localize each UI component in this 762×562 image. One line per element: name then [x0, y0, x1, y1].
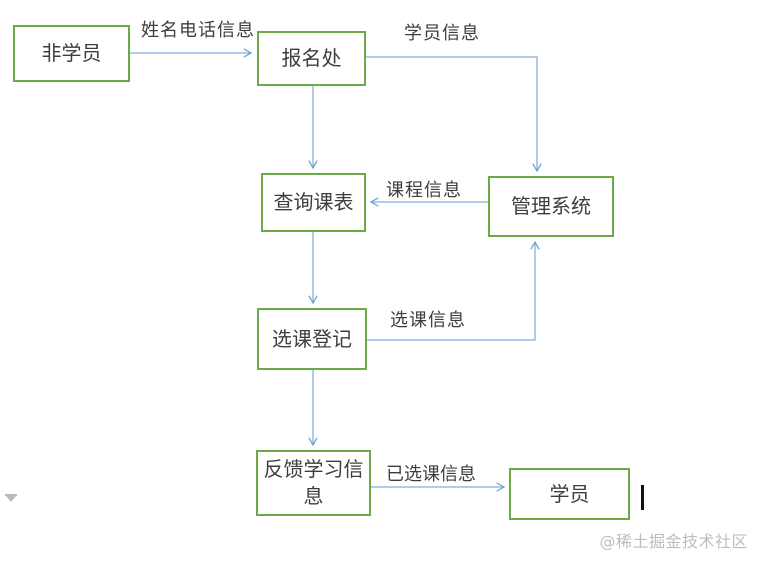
node-course-selection[interactable]: 选课登记	[257, 308, 367, 370]
node-registration-office[interactable]: 报名处	[257, 31, 366, 86]
edge-label-selected-course-info: 已选课信息	[386, 464, 476, 485]
node-feedback-learning-info[interactable]: 反馈学习信息	[256, 450, 371, 516]
node-query-schedule-label: 查询课表	[273, 190, 354, 214]
node-student-label: 学员	[549, 481, 590, 506]
node-non-student-label: 非学员	[41, 41, 102, 65]
node-management-system-label: 管理系统	[511, 194, 591, 218]
edge-registration-to-management	[366, 56, 542, 173]
text-cursor	[641, 485, 644, 510]
edge-label-student-info: 学员信息	[404, 23, 480, 44]
edge-label-selection-info: 选课信息	[390, 310, 466, 331]
edge-label-course-info: 课程信息	[386, 180, 462, 201]
node-registration-office-label: 报名处	[281, 46, 342, 70]
node-feedback-learning-info-label: 反馈学习信息	[263, 457, 364, 508]
edge-label-name-phone-info: 姓名电话信息	[141, 20, 255, 41]
watermark: @稀土掘金技术社区	[599, 532, 748, 551]
node-non-student[interactable]: 非学员	[13, 25, 130, 82]
node-student[interactable]: 学员	[509, 468, 630, 520]
node-management-system[interactable]: 管理系统	[488, 176, 614, 237]
node-query-schedule[interactable]: 查询课表	[261, 173, 366, 232]
node-course-selection-label: 选课登记	[272, 326, 352, 351]
stray-gray-mark-icon	[5, 494, 17, 502]
